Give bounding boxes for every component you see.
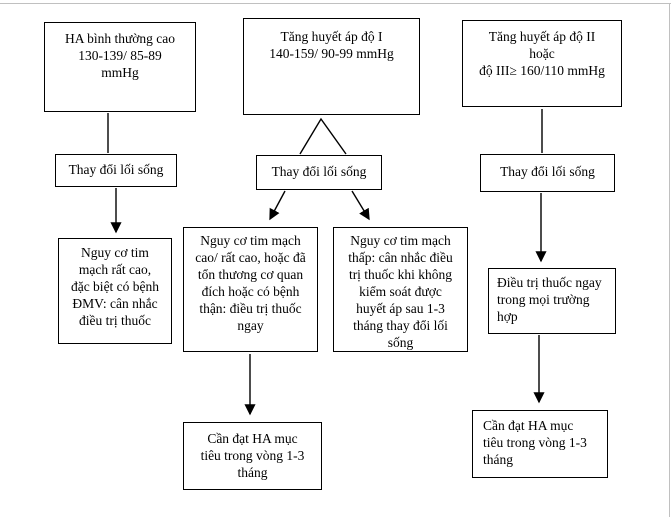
node-target-bp-middle: Cần đạt HA mục tiêu trong vòng 1-3 tháng <box>183 422 322 490</box>
node-lifestyle-change-right: Thay đổi lối sống <box>480 154 615 192</box>
node-lifestyle-change-middle: Thay đổi lối sống <box>256 155 382 190</box>
node-lifestyle-change-left: Thay đổi lối sống <box>55 154 177 187</box>
arrow-lifestyle-middle-to-low-risk <box>351 190 370 221</box>
node-treat-immediately: Điều trị thuốc ngay trong mọi trường hợp <box>488 268 616 334</box>
page-edge-top <box>0 3 671 4</box>
node-grade2-3-hypertension: Tăng huyết áp độ II hoặc độ III≥ 160/110… <box>462 20 622 107</box>
node-normal-high-bp: HA bình thường cao 130-139/ 85-89 mmHg <box>44 22 196 112</box>
line-grade1-to-lifestyle-middle <box>299 117 347 155</box>
node-target-bp-right: Cần đạt HA mục tiêu trong vòng 1-3 tháng <box>472 410 608 478</box>
node-low-risk: Nguy cơ tim mạch thấp: cân nhắc điều trị… <box>333 227 468 352</box>
node-grade1-hypertension: Tăng huyết áp độ I 140-159/ 90-99 mmHg <box>243 18 420 115</box>
arrow-lifestyle-middle-to-high-risk <box>269 190 286 221</box>
page-edge-right <box>669 3 670 517</box>
node-very-high-risk: Nguy cơ tim mạch rất cao, đặc biệt có bệ… <box>58 238 172 344</box>
node-high-risk: Nguy cơ tim mạch cao/ rất cao, hoặc đã t… <box>183 227 318 352</box>
